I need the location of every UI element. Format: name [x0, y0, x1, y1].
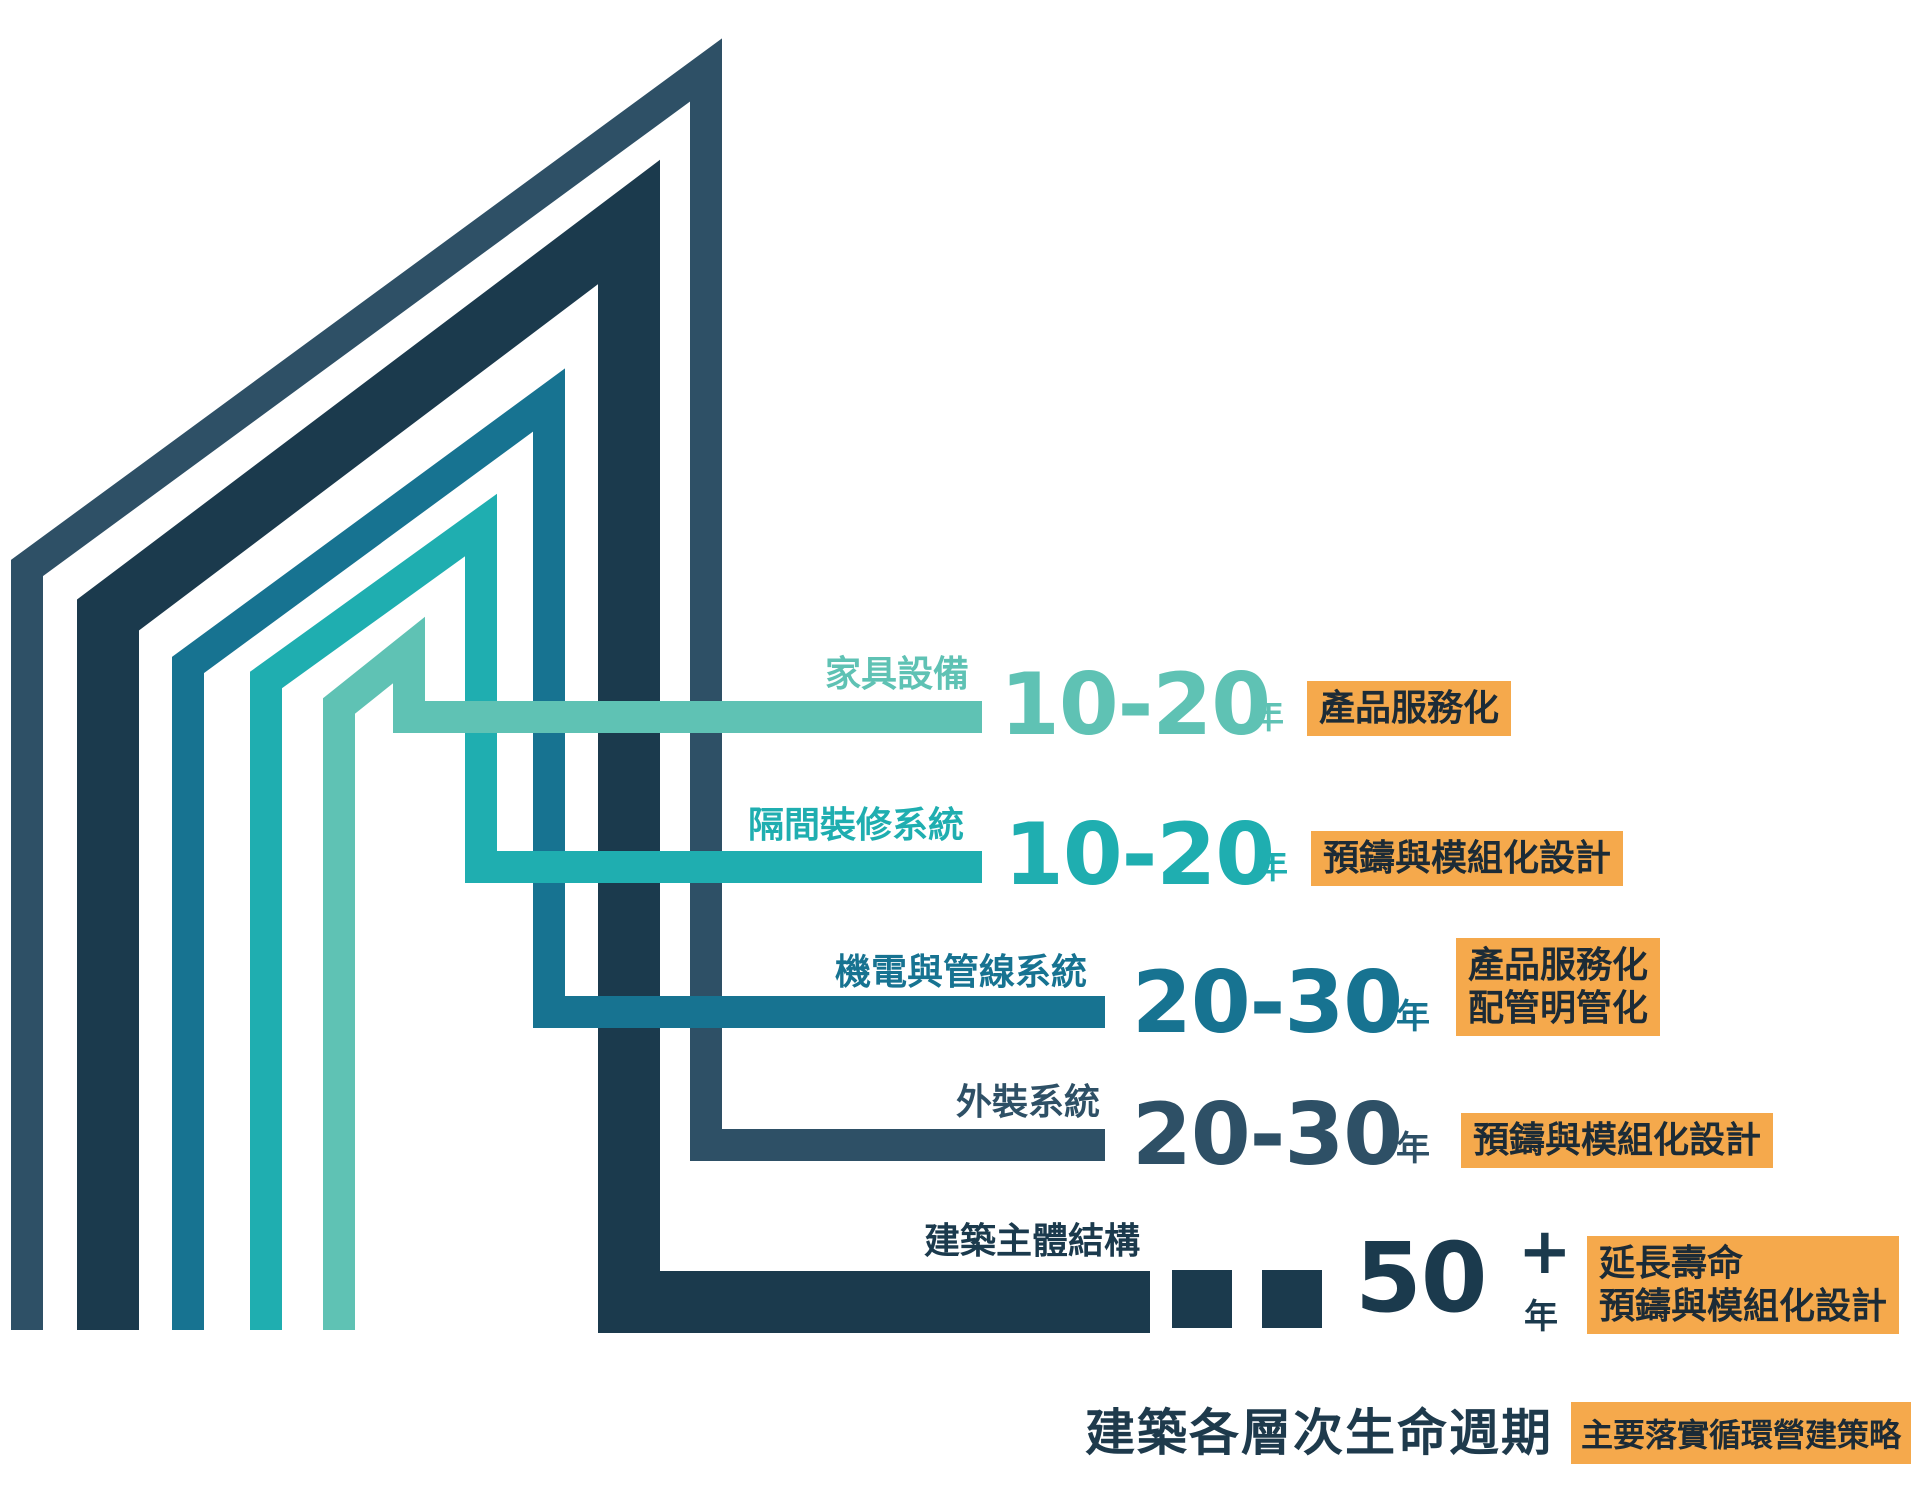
layer-years-facade: 20-30	[1132, 1085, 1403, 1185]
mep-line	[172, 368, 1105, 1330]
strategy-structure-line-2: 預鑄與模組化設計	[1599, 1286, 1888, 1328]
layer-name-partition: 隔間裝修系統	[748, 805, 965, 846]
structure-line	[77, 159, 1150, 1333]
strategy-partition: 預鑄與模組化設計	[1311, 831, 1624, 887]
layer-unit-partition: 年	[1254, 847, 1288, 887]
strategy-structure-line-1: 延長壽命	[1599, 1243, 1744, 1284]
structure-dash-1	[1172, 1270, 1232, 1328]
layer-years-structure: 50	[1355, 1222, 1488, 1334]
layer-name-furniture: 家具設備	[825, 654, 970, 695]
layer-name-facade: 外裝系統	[956, 1082, 1101, 1123]
gap-furniture	[680, 700, 740, 734]
layer-years-partition: 10-20	[1004, 805, 1275, 905]
layer-plus-structure: +	[1518, 1215, 1572, 1289]
footer-tag: 主要落實循環營建策略	[1571, 1402, 1912, 1464]
layer-years-mep: 20-30	[1132, 953, 1403, 1053]
furniture-line	[323, 616, 982, 1330]
strategy-facade-line-1: 預鑄與模組化設計	[1473, 1120, 1762, 1161]
strategy-furniture: 產品服務化	[1307, 681, 1512, 737]
layer-name-structure: 建築主體結構	[924, 1221, 1141, 1262]
strategy-partition-line-1: 預鑄與模組化設計	[1323, 838, 1612, 879]
layer-unit-facade: 年	[1396, 1129, 1430, 1169]
strategy-facade: 預鑄與模組化設計	[1461, 1113, 1774, 1169]
layer-years-furniture: 10-20	[1000, 655, 1271, 755]
strategy-mep: 產品服務化 配管明管化	[1456, 938, 1661, 1037]
strategy-structure: 延長壽命 預鑄與模組化設計	[1587, 1236, 1900, 1335]
layer-unit-structure: 年	[1524, 1297, 1558, 1337]
facade-line	[11, 38, 1105, 1330]
strategy-mep-line-1: 產品服務化	[1468, 945, 1649, 986]
strategy-mep-line-2: 配管明管化	[1468, 988, 1649, 1030]
layer-name-mep: 機電與管線系統	[835, 952, 1088, 993]
layer-unit-furniture: 年	[1250, 697, 1284, 737]
strategy-furniture-line-1: 產品服務化	[1319, 688, 1500, 729]
structure-dash-2	[1262, 1270, 1322, 1328]
footer-title: 建築各層次生命週期	[1085, 1404, 1553, 1462]
partition-line	[250, 493, 982, 1330]
layer-unit-mep: 年	[1396, 997, 1430, 1037]
